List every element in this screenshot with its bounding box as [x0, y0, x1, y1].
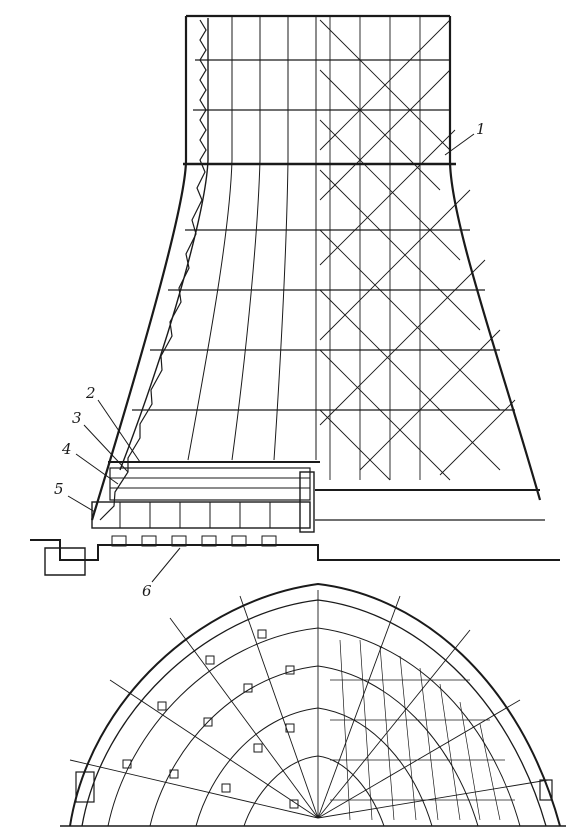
left-edge-inner — [119, 18, 209, 471]
plan-equipment-left — [75, 771, 95, 803]
callout-5-leader — [67, 495, 96, 513]
plan-ring — [149, 665, 479, 827]
callout-3: 3 — [72, 409, 82, 427]
callout-6-leader — [151, 547, 181, 583]
plan-ring — [107, 627, 521, 827]
left-meridians — [187, 16, 317, 461]
tower-plan — [60, 582, 566, 827]
column-ticks — [119, 502, 271, 528]
ground-block — [44, 547, 86, 576]
callout-3-leader — [83, 424, 129, 473]
tower-elevation: 1 2 3 4 5 6 — [30, 14, 560, 600]
base-structure — [30, 461, 560, 576]
callout-1-leader — [444, 133, 475, 156]
callout-4-leader — [75, 453, 119, 485]
callout-4: 4 — [61, 440, 72, 458]
left-edge-lattice — [99, 19, 207, 521]
plan-hatching — [330, 639, 515, 821]
foundation-pads — [111, 535, 277, 547]
callout-2: 2 — [85, 384, 96, 402]
shell-outline — [90, 16, 542, 521]
fill-pack — [109, 467, 311, 501]
plan-outer-ring — [69, 582, 561, 827]
support-columns — [91, 501, 311, 529]
plan-equipment-right — [539, 779, 553, 801]
plan-column-pads — [122, 629, 299, 809]
foundation-line — [30, 539, 560, 561]
callout-5: 5 — [54, 480, 64, 498]
plan-ring — [195, 707, 433, 827]
callout-1: 1 — [476, 120, 486, 138]
callout-2-leader — [97, 399, 141, 463]
plan-radials — [69, 590, 549, 819]
right-lattice — [319, 16, 516, 481]
callout-6: 6 — [142, 582, 152, 600]
callouts: 1 2 3 4 5 6 — [54, 120, 486, 600]
